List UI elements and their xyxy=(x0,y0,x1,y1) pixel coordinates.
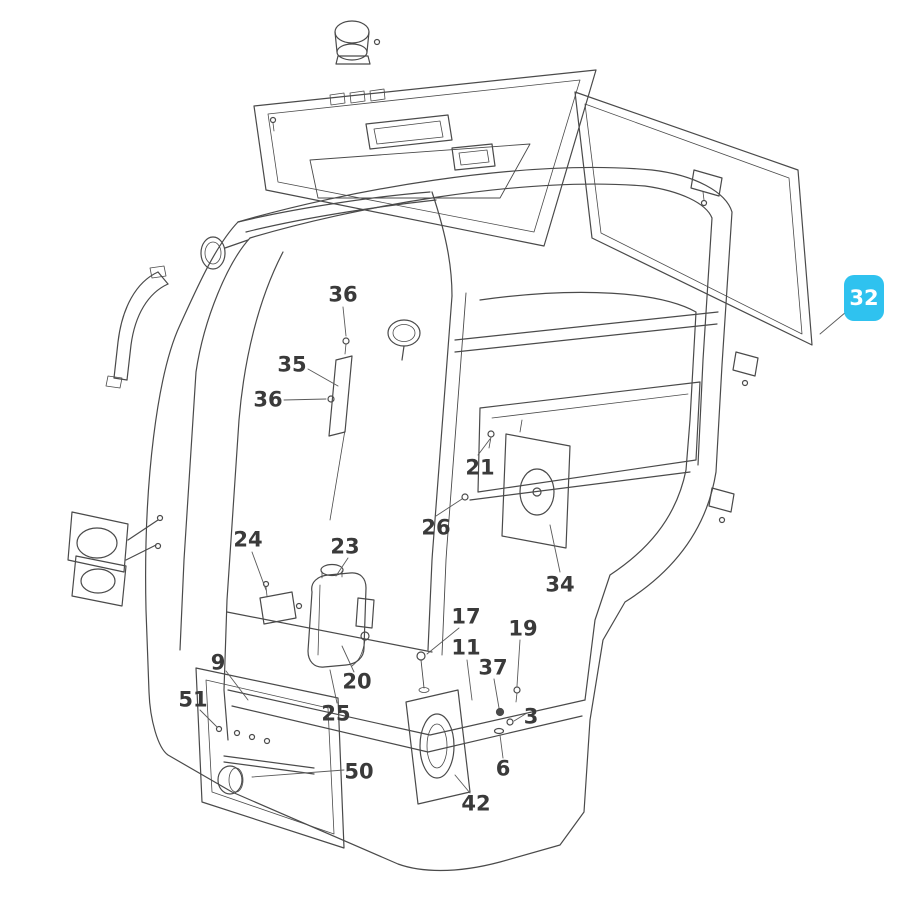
part-label-35[interactable]: 35 xyxy=(277,352,307,377)
roof-headliner-panel xyxy=(253,69,597,247)
part-label-23[interactable]: 23 xyxy=(330,534,360,559)
lower-front-panel xyxy=(195,667,345,849)
part-label-42[interactable]: 42 xyxy=(461,791,491,816)
part-label-34[interactable]: 34 xyxy=(545,572,575,597)
leader-lines xyxy=(199,306,847,794)
front-headlight xyxy=(405,651,521,805)
part-label-21[interactable]: 21 xyxy=(465,455,495,480)
part-label-24[interactable]: 24 xyxy=(233,527,263,552)
part-label-50[interactable]: 50 xyxy=(344,759,374,784)
rear-window-glass xyxy=(574,91,813,387)
part-label-6[interactable]: 6 xyxy=(495,756,511,781)
part-label-51[interactable]: 51 xyxy=(178,687,208,712)
part-label-25[interactable]: 25 xyxy=(321,701,351,726)
washer-tank xyxy=(307,563,375,668)
beacon-light xyxy=(334,20,381,65)
part-label-37[interactable]: 37 xyxy=(478,655,508,680)
left-work-lights xyxy=(67,511,164,607)
cab-frame xyxy=(145,166,735,872)
mount-bracket xyxy=(259,580,303,625)
part-label-9[interactable]: 9 xyxy=(210,650,226,675)
mid-bolts xyxy=(461,430,495,501)
front-corner-light xyxy=(200,236,249,270)
part-label-11[interactable]: 11 xyxy=(451,635,481,660)
part-label-19[interactable]: 19 xyxy=(508,616,538,641)
part-label-36-lower[interactable]: 36 xyxy=(253,387,283,412)
mid-light-and-bracket xyxy=(327,319,421,521)
part-label-17[interactable]: 17 xyxy=(451,604,481,629)
part-label-32-highlighted[interactable]: 32 xyxy=(844,275,884,321)
part-label-20[interactable]: 20 xyxy=(342,669,372,694)
part-label-36-top[interactable]: 36 xyxy=(328,282,358,307)
part-label-3[interactable]: 3 xyxy=(523,704,539,729)
part-label-26[interactable]: 26 xyxy=(421,515,451,540)
left-grab-handle xyxy=(105,265,169,389)
speaker-unit xyxy=(501,419,571,549)
